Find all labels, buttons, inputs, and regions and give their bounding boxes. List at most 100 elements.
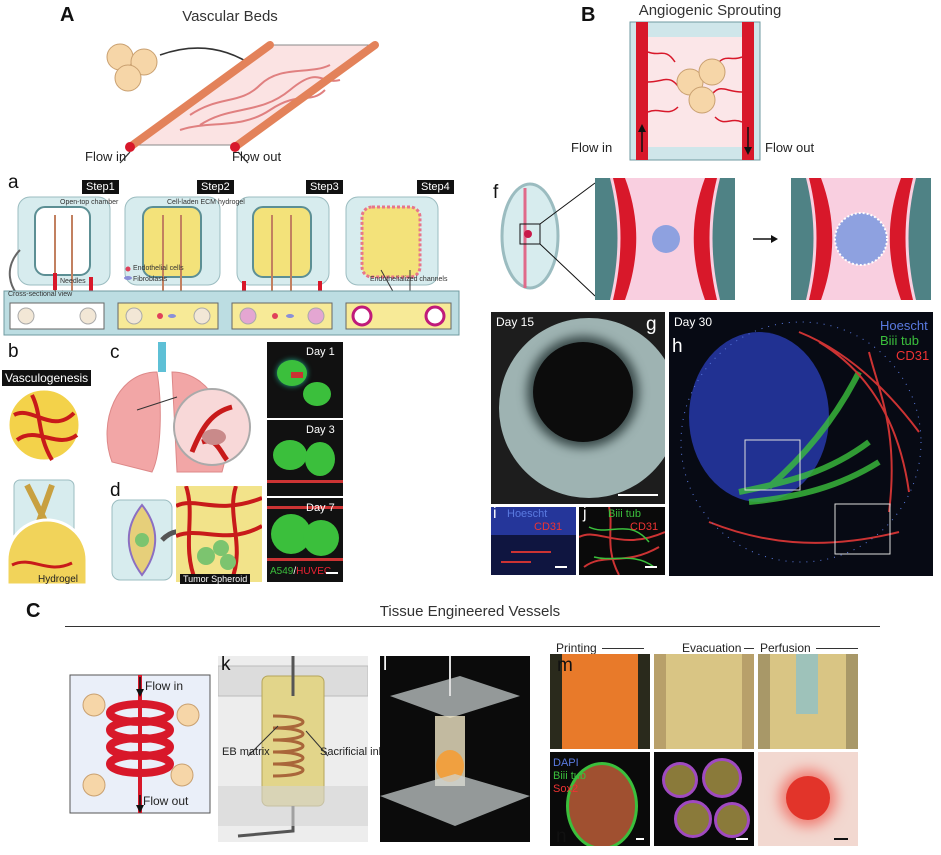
panel-letter-a: A: [60, 4, 75, 26]
evacuation-label: Evacuation: [682, 641, 742, 655]
panel-c-divider: [65, 626, 880, 627]
panel-b-flow-out: Flow out: [765, 140, 815, 155]
scale-bar-g: [618, 494, 658, 496]
step3-chip: [236, 196, 330, 303]
day3-label: Day 3: [306, 424, 335, 436]
cross-section-2: [117, 302, 219, 330]
sub-letter-m: m: [557, 655, 573, 676]
panel-a-flow-out: Flow out: [232, 149, 282, 164]
micro-i: [491, 507, 576, 575]
step3-tag: Step3: [306, 180, 343, 194]
sub-letter-k: k: [221, 654, 231, 675]
micro-m-perfusion: [758, 654, 858, 749]
hydrogel-label: Hydrogel: [38, 574, 79, 585]
step4-tag: Step4: [417, 180, 454, 194]
sub-letter-f: f: [493, 182, 499, 203]
scale-bar-n1: [636, 838, 644, 840]
evacuation-rule: [744, 648, 754, 649]
panel-b-flow-in: Flow in: [571, 140, 613, 155]
label-fibroblasts: Fibroblasts: [133, 276, 168, 283]
scale-bar-i: [555, 566, 567, 568]
micro-n-2: [654, 752, 754, 846]
sub-letter-c: c: [110, 342, 120, 363]
j-cd31-label: CD31: [630, 521, 659, 533]
day30-label: Day 30: [674, 315, 713, 329]
micro-n-1: [550, 752, 650, 846]
sub-letter-j: j: [583, 505, 587, 522]
sub-letter-n: n: [556, 826, 567, 847]
step1-tag: Step1: [82, 180, 119, 194]
cross-section-4: [345, 302, 452, 330]
label-cross-sectional: Cross-sectional view: [8, 291, 73, 298]
h-cd31-label: CD31: [896, 348, 930, 363]
panel-b-title: Angiogenic Sprouting: [638, 2, 782, 19]
day7-label: Day 7: [306, 502, 335, 514]
spheroid-sprouting-diagram: [500, 178, 931, 300]
step2-chip: [124, 196, 221, 303]
day1-label: Day 1: [306, 346, 335, 358]
sub-letter-h: h: [672, 336, 683, 357]
sub-letter-i: i: [493, 505, 497, 522]
perfusion-label: Perfusion: [760, 641, 811, 655]
sub-letter-b: b: [8, 341, 19, 362]
h-hoescht-label: Hoescht: [880, 318, 928, 333]
cross-section-1: [9, 302, 105, 330]
sacrificial-ink-label: Sacrificial ink: [320, 746, 385, 758]
printing-rule: [602, 648, 644, 649]
scale-bar-j: [645, 566, 657, 568]
panel-letter-c: C: [26, 600, 41, 622]
panel-a-flow-in: Flow in: [85, 149, 127, 164]
angiogenic-chip-diagram: [629, 21, 761, 161]
h-biii-label: Biii tub: [880, 333, 920, 348]
label-open-top-chamber: Open-top chamber: [60, 199, 119, 206]
tumor-spheroid-label: Tumor Spheroid: [180, 574, 251, 584]
panel-c-flow-in: Flow in: [145, 679, 184, 693]
tumor-spheroid-panel: [176, 486, 262, 582]
micro-m-evacuation: [654, 654, 754, 749]
micro-e-day3: [267, 420, 343, 496]
micro-m-printing: [550, 654, 650, 749]
sub-letter-l: l: [383, 654, 388, 675]
vascular-bed-diagram: [106, 41, 379, 164]
micro-g-day15: [491, 312, 665, 504]
bioreactor-photo-l: [380, 656, 530, 842]
vasculogenesis-diagram: [5, 387, 89, 587]
printing-label: Printing: [556, 641, 597, 655]
cell-spheroids: [106, 43, 158, 92]
micro-n-3: [758, 752, 858, 846]
spiral-vessel-diagram: [69, 674, 211, 814]
stain-a549: A549: [270, 566, 294, 577]
lung-diagram: [106, 342, 251, 473]
micro-h-day30: [669, 312, 933, 576]
j-biii-label: Biii tub: [608, 508, 642, 520]
panel-a-title: Vascular Beds: [182, 8, 278, 25]
cross-section-3: [231, 302, 333, 330]
i-cd31-label: CD31: [534, 521, 563, 533]
n-sox2-label: Sox2: [553, 783, 579, 795]
scale-bar-n2: [736, 838, 748, 840]
n-biii-label: Biii tub: [553, 770, 587, 782]
scale-bar-e: [326, 572, 338, 574]
step1-chip: [8, 196, 111, 306]
label-cell-laden: Cell-laden ECM hydrogel: [167, 199, 245, 206]
scale-bar-n3: [834, 838, 848, 840]
sub-letter-a: a: [8, 172, 19, 193]
vasculogenesis-label: Vasculogenesis: [2, 370, 92, 386]
day15-label: Day 15: [496, 315, 535, 329]
panel-c-title: Tissue Engineered Vessels: [379, 603, 561, 620]
micro-j: [579, 507, 665, 575]
e-stain-legend: A549/HUVEC: [270, 566, 331, 577]
sub-letter-d: d: [110, 480, 121, 501]
i-hoescht-label: Hoescht: [507, 508, 548, 520]
step-diagrams: [3, 196, 460, 336]
sub-letter-g: g: [646, 314, 657, 335]
micro-e-day7: [267, 498, 343, 582]
stain-huvec: HUVEC: [296, 566, 332, 577]
perfusion-rule: [816, 648, 858, 649]
panel-c-flow-out: Flow out: [143, 794, 189, 808]
label-needles: Needles: [60, 278, 86, 285]
stain-separator: /: [293, 566, 297, 577]
label-endothelial-cells: Endothelial cells: [133, 265, 184, 272]
micro-e-day1: [267, 342, 343, 418]
eb-matrix-label: EB matrix: [222, 746, 270, 758]
